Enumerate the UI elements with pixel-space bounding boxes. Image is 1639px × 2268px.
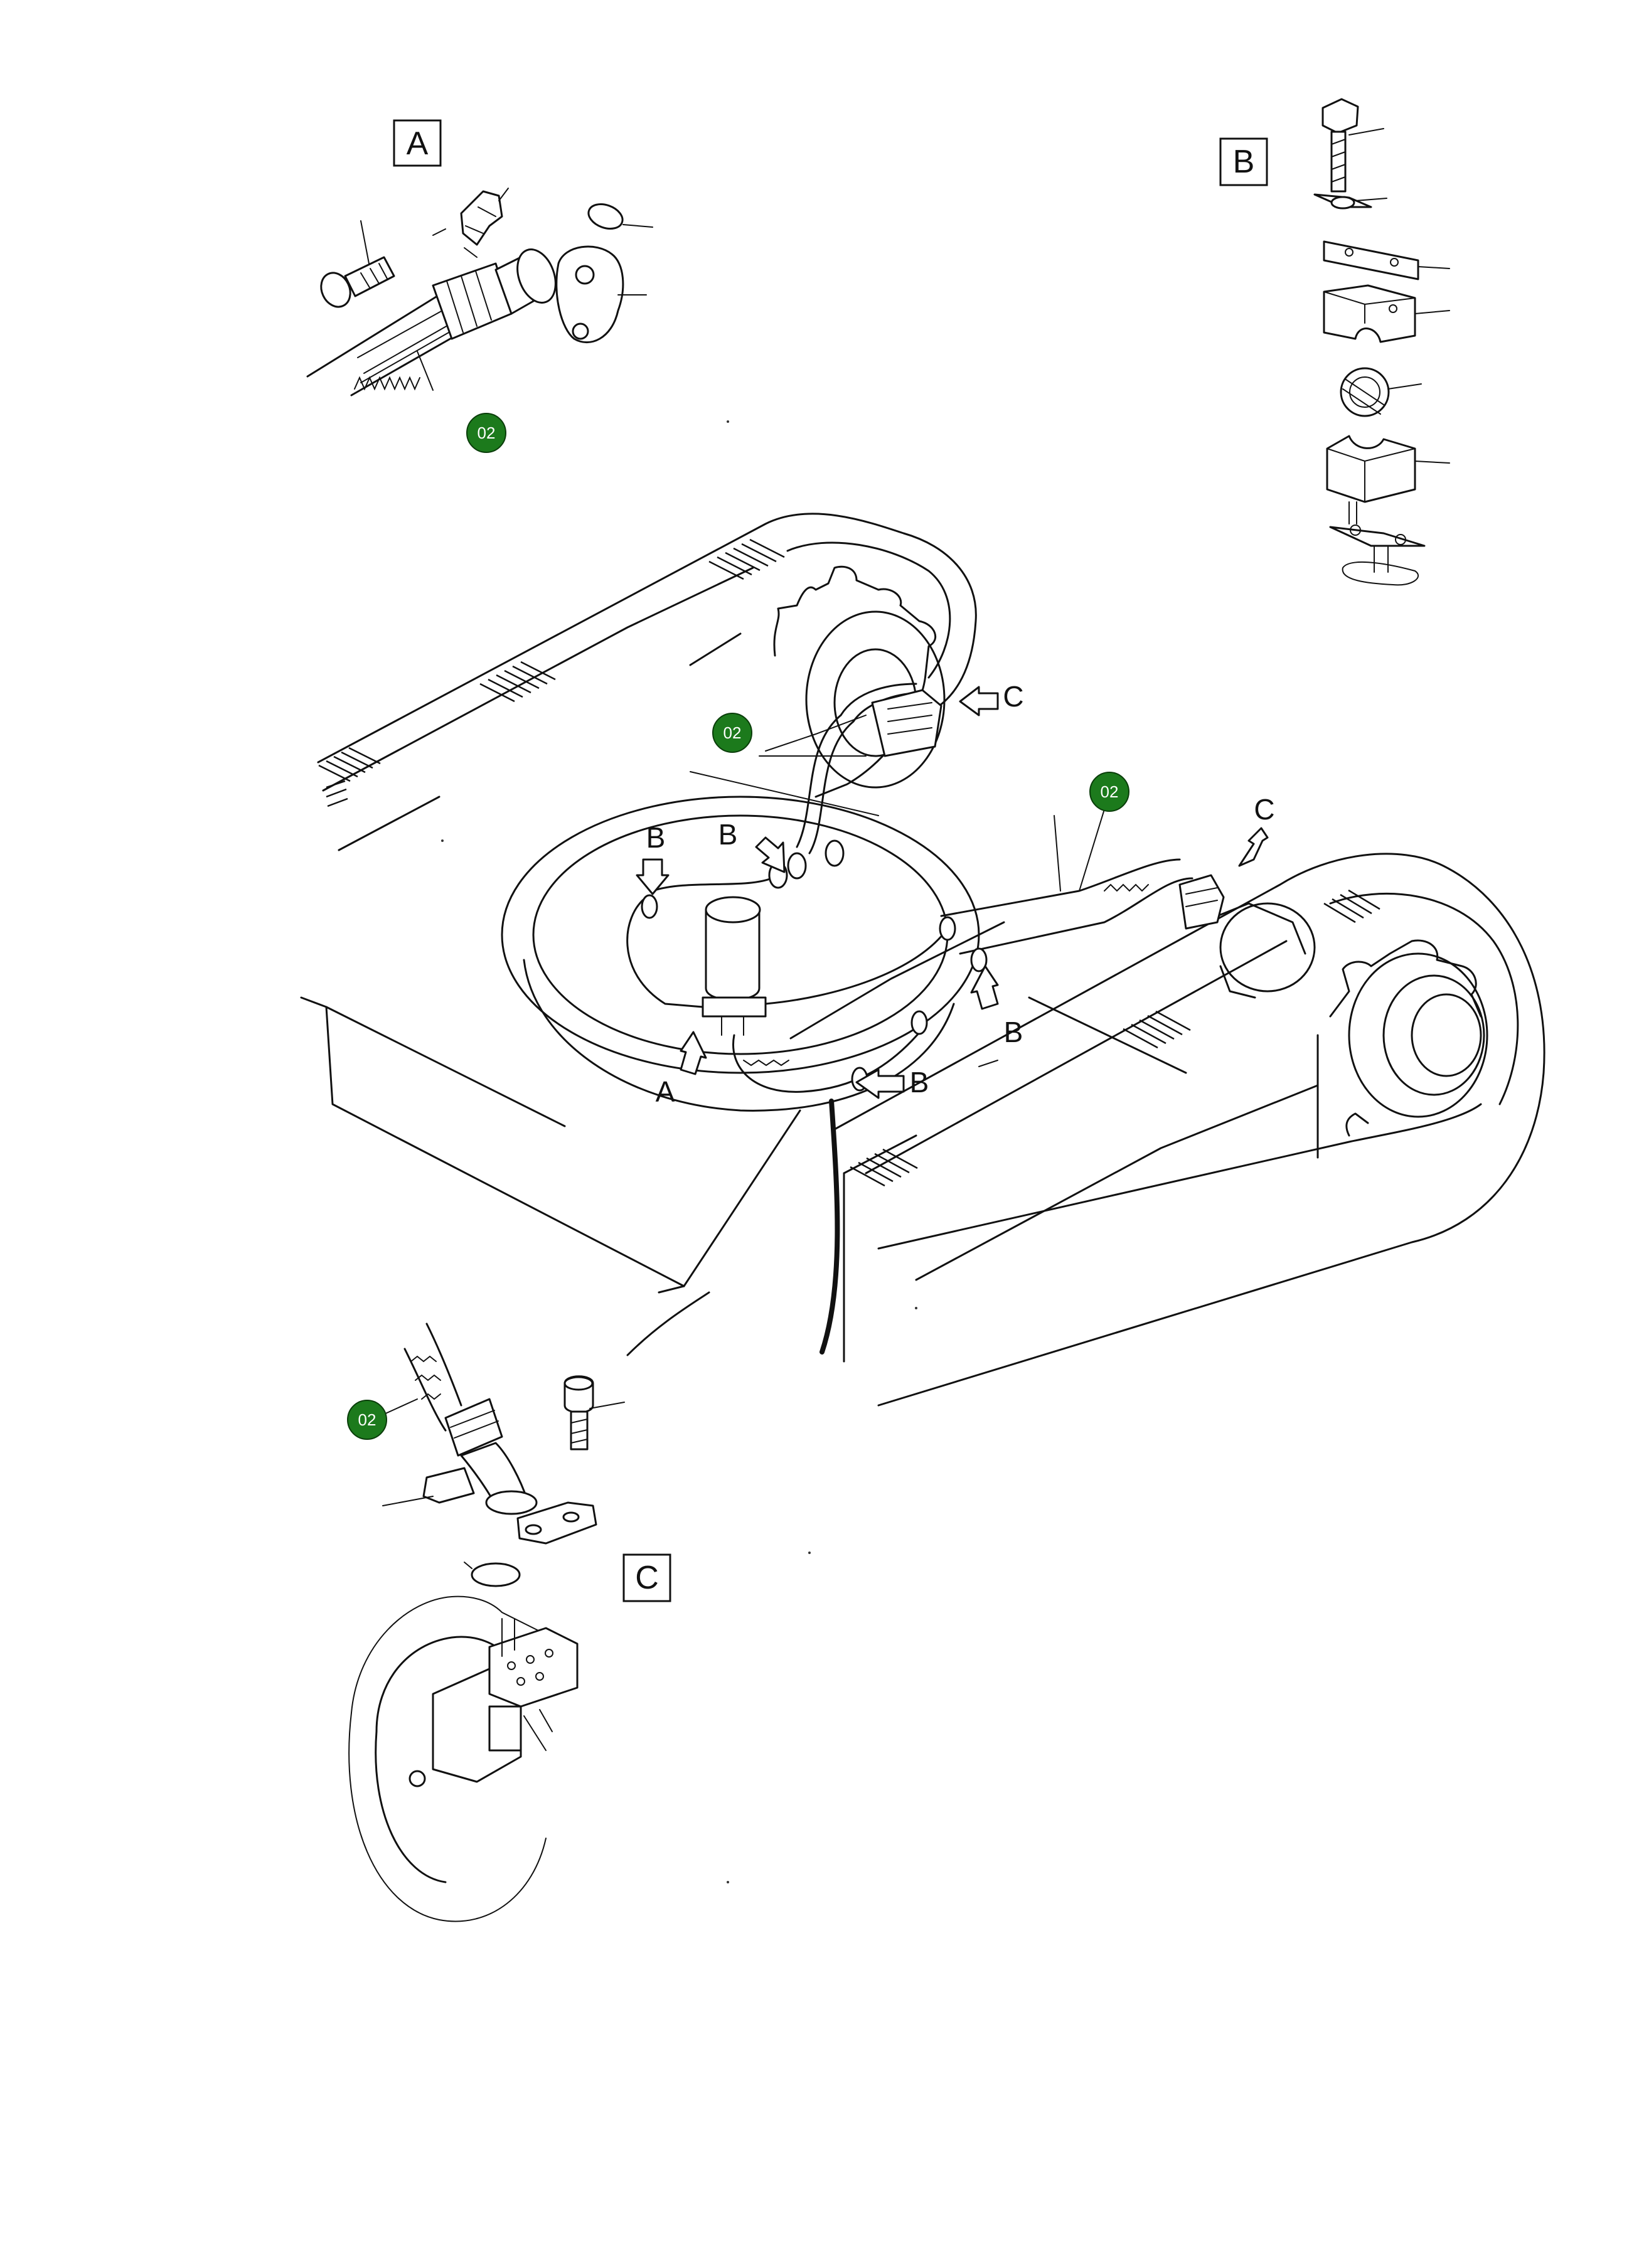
- detail-c-label-box: [622, 1553, 671, 1602]
- detail-b-bolt: [1321, 98, 1384, 193]
- leader-right-hose-2: [1079, 809, 1105, 892]
- detail-a-bolt: [320, 220, 395, 308]
- view-marker-a-text: A: [656, 1075, 675, 1108]
- callout-detail-c[interactable]: [347, 1400, 387, 1440]
- view-marker-b-left-upper-text: B: [646, 821, 666, 854]
- detail-view-b: B: [1219, 98, 1450, 586]
- lower-hose-connector: [1178, 874, 1225, 930]
- sprocket-lower: [1329, 939, 1488, 1137]
- detail-b-label-box: [1219, 137, 1268, 186]
- detail-a-label: A: [407, 125, 429, 162]
- detail-b-plate: [1323, 240, 1450, 280]
- leader-b-right: [978, 1060, 998, 1067]
- detail-c-label: C: [635, 1560, 659, 1596]
- detail-view-c: C: [347, 1323, 671, 1922]
- center-swivel-ring: [501, 771, 980, 1112]
- detail-c-bolt: [563, 1375, 625, 1451]
- view-marker-c-right-text: C: [1254, 793, 1274, 826]
- detail-view-a: A: [306, 119, 653, 453]
- view-marker-c-upper-text: C: [1003, 680, 1023, 713]
- leader-right-hose: [1054, 815, 1061, 892]
- upper-hose-connector: [759, 689, 942, 757]
- detail-a-flange-half: [432, 188, 509, 258]
- detail-a-flange: [555, 245, 647, 344]
- view-marker-b-left-upper: B: [636, 821, 670, 895]
- detail-a-label-box: [393, 119, 442, 167]
- detail-b-clamp-upper: [1323, 284, 1450, 343]
- travel-motor-right: [1216, 902, 1316, 999]
- stray-dots: [441, 420, 917, 1883]
- detail-c-flange-half-left: [382, 1467, 475, 1506]
- detail-c-hose: [382, 1323, 538, 1515]
- view-marker-b-lower: B: [855, 1066, 929, 1099]
- view-marker-a: A: [656, 1031, 707, 1108]
- detail-c-o-ring: [464, 1562, 521, 1587]
- callout-right-hose-text: 02: [1101, 782, 1119, 801]
- detail-b-base: [1329, 501, 1426, 586]
- callout-right-hose[interactable]: [1089, 772, 1129, 812]
- view-marker-b-inner: B: [718, 818, 786, 873]
- sprocket-upper: [773, 565, 946, 798]
- carbody-frame: [300, 921, 1319, 1363]
- callout-sprocket[interactable]: [712, 713, 752, 753]
- view-marker-b-inner-text: B: [718, 818, 738, 851]
- view-marker-b-right: B: [970, 965, 1023, 1048]
- detail-b-label: B: [1233, 144, 1255, 180]
- detail-b-clamp-core: [1340, 367, 1422, 417]
- center-joint: [702, 896, 767, 1036]
- detail-b-clamp-lower: [1326, 435, 1450, 503]
- detail-b-washer: [1313, 193, 1387, 210]
- track-upper-left: [317, 513, 977, 851]
- callout-detail-a[interactable]: [466, 413, 506, 453]
- view-marker-c-upper: C: [959, 680, 1024, 716]
- detail-c-flange-half-right: [516, 1501, 597, 1545]
- main-assembly: C C B B B B A 02 02: [300, 513, 1546, 1407]
- view-marker-b-lower-text: B: [910, 1066, 929, 1099]
- detail-a-o-ring: [587, 203, 653, 230]
- callout-sprocket-text: 02: [723, 723, 742, 742]
- view-marker-b-right-text: B: [1004, 1016, 1023, 1048]
- view-marker-c-right: C: [1238, 793, 1275, 867]
- hoses: [626, 683, 1193, 1355]
- track-lower-right: [833, 853, 1546, 1407]
- detail-a-hose: [306, 248, 557, 397]
- detail-c-motor: [348, 1595, 579, 1922]
- callout-detail-a-text: 02: [478, 423, 496, 442]
- callout-detail-c-text: 02: [358, 1410, 376, 1429]
